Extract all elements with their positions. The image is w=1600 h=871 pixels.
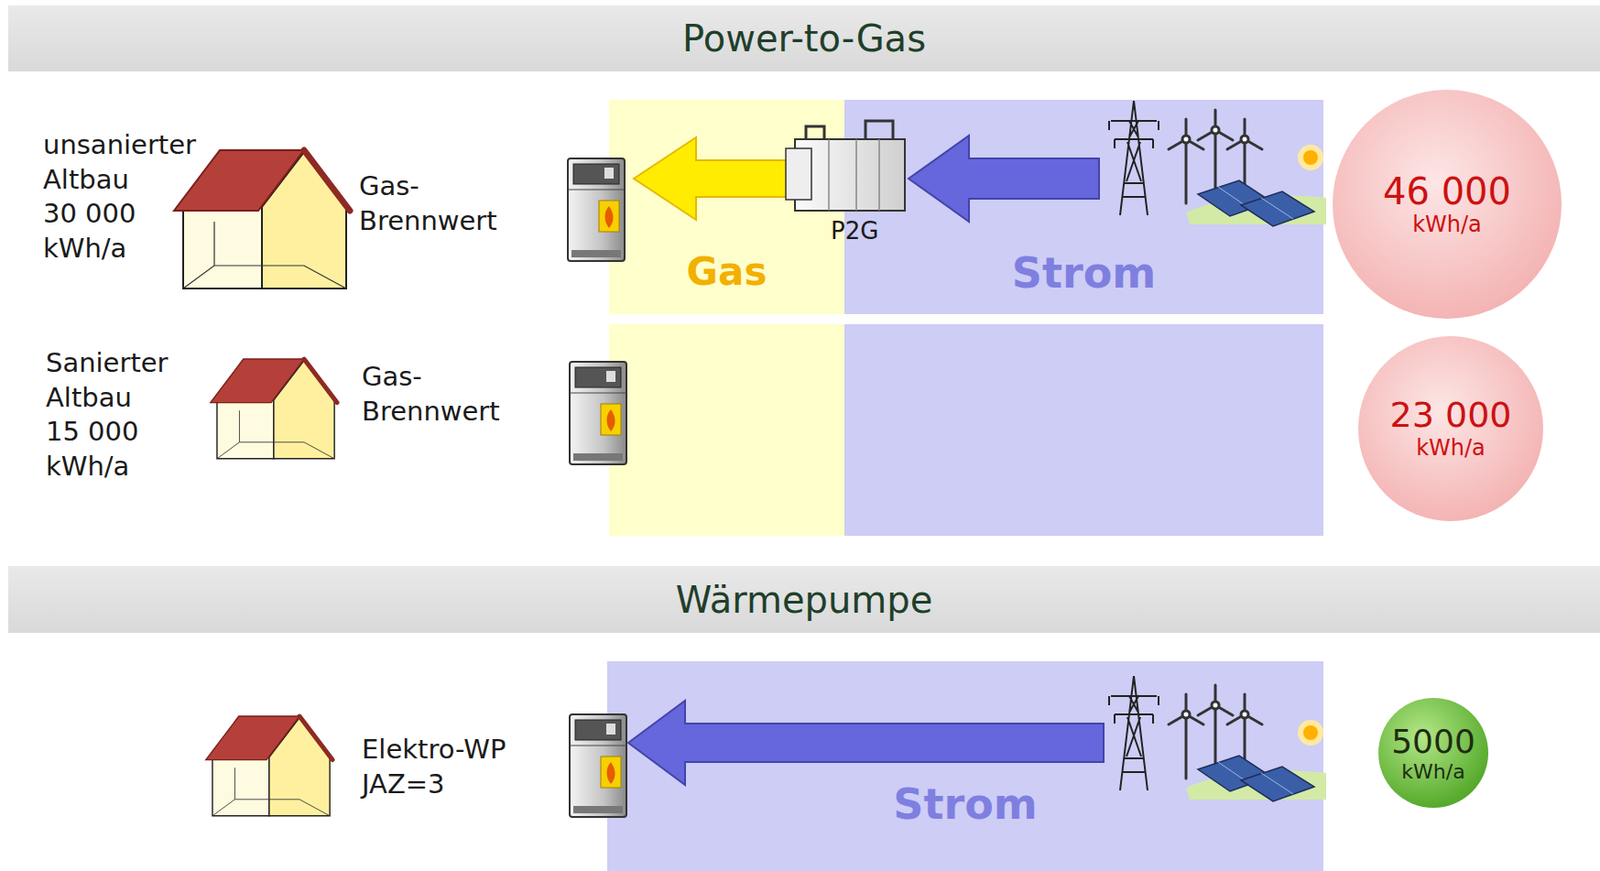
power-sources-icon	[1109, 675, 1327, 802]
house-symbol	[174, 150, 350, 289]
value-number: 46 000	[1382, 170, 1512, 213]
region-title: Gas	[686, 250, 768, 294]
house-symbol	[206, 716, 333, 817]
building-label: unsanierter Altbau 30 000 kWh/a	[43, 128, 196, 267]
unit-label: kWh/a	[1415, 435, 1486, 462]
circle-shape	[1332, 89, 1562, 319]
circle-shape	[1378, 697, 1489, 808]
section-title: Power-to-Gas	[682, 17, 926, 60]
region-title: Strom	[892, 780, 1037, 829]
region-title: Strom	[1012, 249, 1156, 298]
circle-shape	[1358, 336, 1544, 522]
section-band: Power-to-Gas	[8, 5, 1600, 72]
demand-circle: 46 000kWh/a	[1331, 88, 1563, 320]
power-arrow	[628, 700, 1104, 785]
heater-label: Elektro-WP JAZ=3	[361, 732, 548, 802]
boiler-symbol	[569, 714, 627, 817]
device-label: P2G	[830, 216, 879, 248]
house-symbol	[210, 359, 338, 459]
section-band: Wärmepumpe	[8, 565, 1600, 633]
power-region: Strom	[607, 661, 1324, 871]
value-number: 5000	[1391, 722, 1476, 761]
unit-label: kWh/a	[1412, 212, 1482, 239]
heater-label: Gas- Brennwert	[359, 169, 498, 239]
fuel-region: Gas	[609, 99, 845, 315]
unit-label: kWh/a	[1401, 760, 1465, 784]
demand-circle: 5000kWh/a	[1377, 696, 1490, 809]
value-number: 23 000	[1390, 395, 1513, 436]
heater-label: Gas- Brennwert	[361, 359, 501, 429]
fuel-ground	[609, 324, 845, 536]
building-label: Sanierter Altbau 15 000 kWh/a	[45, 346, 169, 485]
power-ground	[844, 324, 1324, 536]
fuel-arrow	[633, 137, 799, 220]
boiler-symbol	[569, 361, 627, 465]
p2g-device	[785, 120, 905, 211]
power-arrow	[908, 135, 1100, 222]
power-region: Strom	[844, 99, 1324, 315]
demand-circle: 23 000kWh/a	[1357, 335, 1545, 523]
power-sources-icon	[1109, 100, 1327, 227]
section-title: Wärmepumpe	[675, 578, 934, 621]
boiler-symbol	[567, 158, 625, 262]
